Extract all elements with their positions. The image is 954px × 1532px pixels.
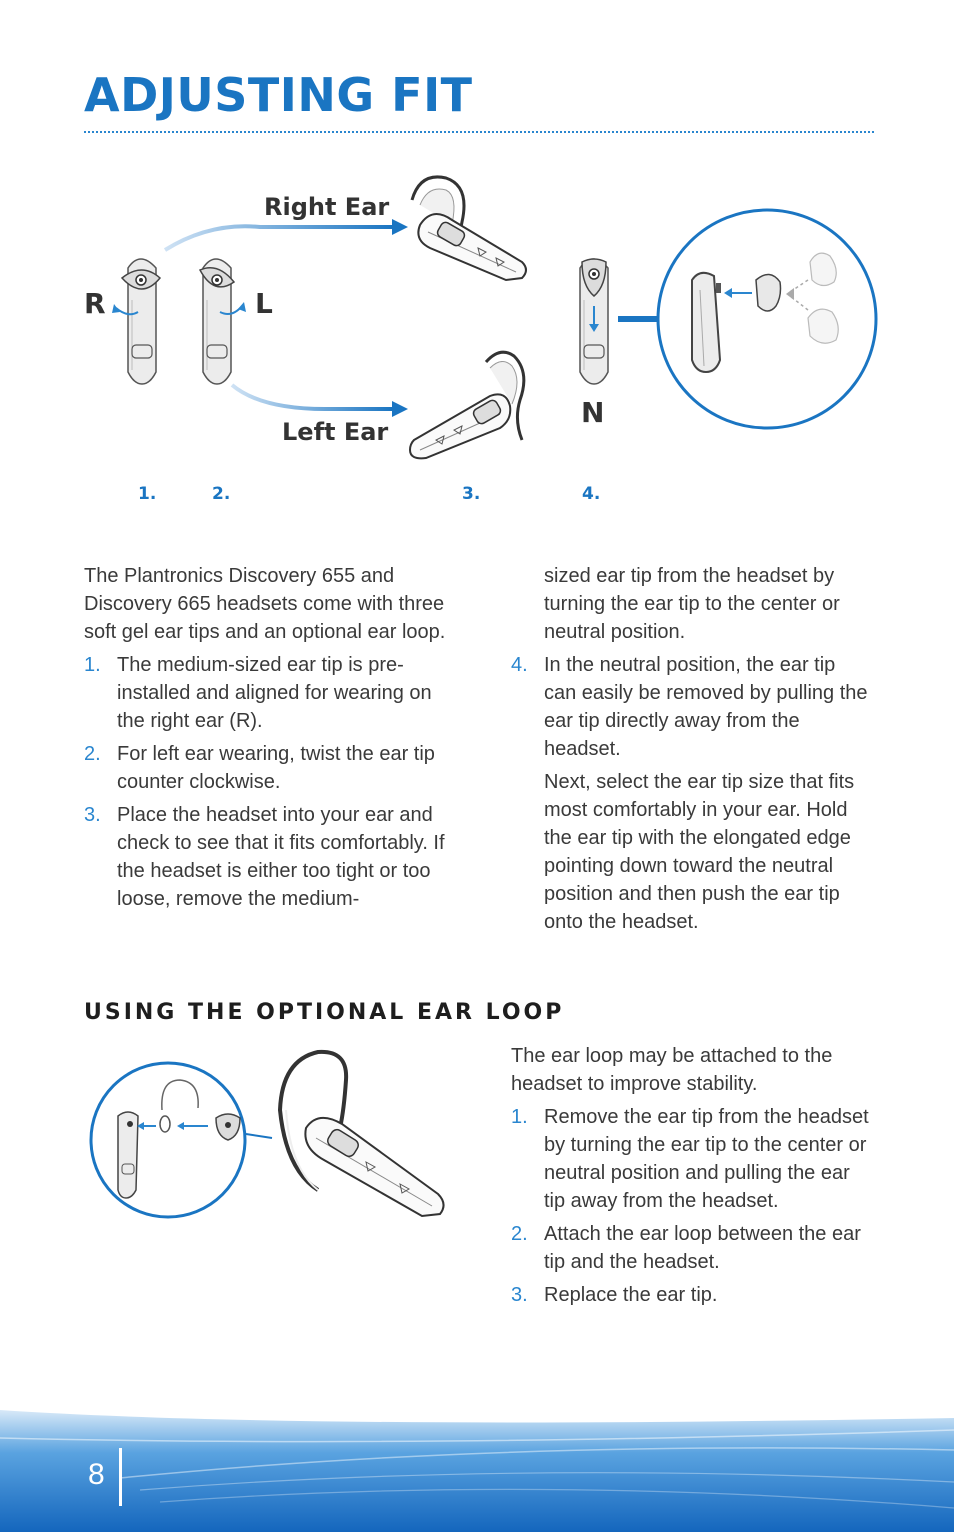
list-text: Remove the ear tip from the headset by t…	[544, 1106, 869, 1212]
ear-loop-connector	[245, 1133, 273, 1139]
headset-side-view-n	[579, 258, 609, 385]
list-text: Place the headset into your ear and chec…	[117, 804, 445, 910]
right-ear-arrowhead	[392, 219, 408, 235]
ear-loop-instructions: The ear loop may be attached to the head…	[511, 1042, 873, 1309]
ear-loop-heading: USING THE OPTIONAL EAR LOOP	[84, 1000, 565, 1025]
list-item: 1. The medium-sized ear tip is pre-insta…	[84, 651, 454, 735]
left-ear-arrow	[230, 383, 392, 412]
n-label: N	[581, 396, 604, 429]
intro-paragraph: The Plantronics Discovery 655 and Discov…	[84, 565, 446, 643]
list-number: 3.	[84, 804, 101, 826]
right-ear-arrow	[163, 224, 392, 252]
list-item: 2. Attach the ear loop between the ear t…	[511, 1220, 873, 1276]
headset-side-view-l	[198, 258, 246, 385]
step-3-continued: sized ear tip from the headset by turnin…	[544, 565, 840, 643]
l-label: L	[255, 287, 273, 320]
list-number: 1.	[511, 1106, 528, 1128]
list-number: 1.	[84, 654, 101, 676]
step-label-3: 3.	[462, 484, 481, 504]
next-paragraph: Next, select the ear tip size that fits …	[544, 771, 855, 933]
right-ear-label: Right Ear	[264, 193, 389, 221]
left-ear-label: Left Ear	[282, 418, 388, 446]
list-number: 4.	[511, 654, 528, 676]
list-number: 2.	[84, 743, 101, 765]
headset-side-view-r	[112, 258, 162, 385]
footer-wave	[0, 1410, 954, 1532]
list-number: 3.	[511, 1284, 528, 1306]
step-label-1: 1.	[138, 484, 157, 504]
left-ear-arrowhead	[392, 401, 408, 417]
list-item: 3. Replace the ear tip.	[511, 1281, 873, 1309]
page-number: 8	[88, 1458, 105, 1491]
list-number: 2.	[511, 1223, 528, 1245]
headset-with-ear-loop	[277, 1049, 445, 1218]
page-title: ADJUSTING FIT	[84, 68, 473, 122]
headset-right-ear	[410, 175, 527, 282]
instructions-left-column: The Plantronics Discovery 655 and Discov…	[84, 562, 454, 913]
ear-loop-zoom-detail	[89, 1061, 247, 1219]
ear-tip-fit-illustration: Right Ear Left Ear R L	[84, 175, 878, 460]
ear-loop-illustration	[89, 1049, 445, 1219]
step-label-4: 4.	[582, 484, 601, 504]
list-text: For left ear wearing, twist the ear tip …	[117, 743, 435, 793]
list-item: 4. In the neutral position, the ear tip …	[511, 651, 873, 763]
zoom-connector	[618, 316, 664, 322]
page-number-divider	[119, 1448, 122, 1506]
instructions-right-column: sized ear tip from the headset by turnin…	[511, 562, 873, 936]
list-text: Attach the ear loop between the ear tip …	[544, 1223, 861, 1273]
list-text: The medium-sized ear tip is pre-installe…	[117, 654, 432, 732]
list-item: 3. Place the headset into your ear and c…	[84, 801, 454, 913]
r-label: R	[84, 287, 106, 320]
title-divider	[84, 131, 874, 133]
step-label-2: 2.	[212, 484, 231, 504]
ear-loop-intro: The ear loop may be attached to the head…	[511, 1045, 833, 1095]
ear-tip-zoom-detail	[656, 208, 878, 430]
headset-left-ear	[408, 350, 526, 460]
list-item: 1. Remove the ear tip from the headset b…	[511, 1103, 873, 1215]
list-text: Replace the ear tip.	[544, 1284, 718, 1306]
list-item: 2. For left ear wearing, twist the ear t…	[84, 740, 454, 796]
list-text: In the neutral position, the ear tip can…	[544, 654, 868, 760]
